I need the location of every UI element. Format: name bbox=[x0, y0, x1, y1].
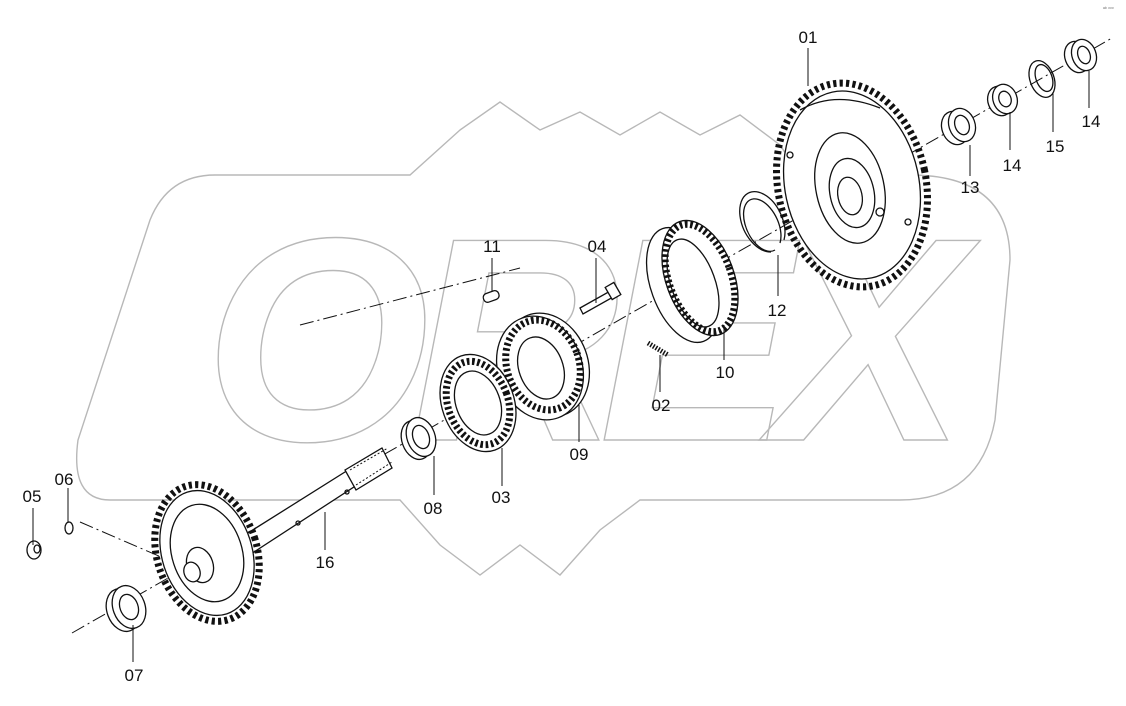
part-01-large-gear bbox=[773, 79, 931, 291]
label-09: 09 bbox=[570, 445, 589, 464]
part-04-bolt bbox=[579, 281, 622, 315]
part-number-labels: 01 13 14 15 14 12 10 02 04 11 09 03 08 1… bbox=[23, 28, 1101, 685]
part-05-nut bbox=[26, 540, 42, 560]
label-14-inner: 14 bbox=[1003, 156, 1022, 175]
label-02: 02 bbox=[652, 396, 671, 415]
part-13-bearing bbox=[940, 107, 977, 146]
part-10-sleeve bbox=[645, 219, 739, 344]
part-03-friction-disc bbox=[439, 353, 517, 453]
label-06: 06 bbox=[55, 470, 74, 489]
label-13: 13 bbox=[961, 178, 980, 197]
label-01: 01 bbox=[799, 28, 818, 47]
corner-mark: ᵃᵇ ᵒᵒᵒ bbox=[1103, 6, 1114, 12]
label-11: 11 bbox=[483, 237, 501, 256]
part-16-shaft-gear bbox=[151, 447, 393, 625]
label-04: 04 bbox=[588, 237, 607, 256]
label-15: 15 bbox=[1046, 137, 1065, 156]
label-03: 03 bbox=[492, 488, 511, 507]
label-12: 12 bbox=[768, 301, 787, 320]
part-09-hub bbox=[495, 312, 591, 421]
part-02-spring bbox=[646, 340, 670, 358]
part-06-washer bbox=[64, 521, 74, 535]
label-05: 05 bbox=[23, 487, 42, 506]
part-14-bearing-outer bbox=[1063, 38, 1098, 74]
part-15-shim-ring bbox=[1028, 60, 1056, 98]
part-07-bearing bbox=[105, 584, 147, 633]
part-11-pin bbox=[482, 289, 500, 303]
leader-lines bbox=[32, 48, 1090, 662]
part-08-bearing bbox=[400, 416, 437, 461]
label-16: 16 bbox=[316, 553, 335, 572]
label-14-outer: 14 bbox=[1082, 112, 1101, 131]
label-07: 07 bbox=[125, 666, 144, 685]
part-14-bearing-inner bbox=[986, 83, 1019, 117]
part-12-snap-ring bbox=[739, 190, 786, 253]
label-08: 08 bbox=[424, 499, 443, 518]
label-10: 10 bbox=[716, 363, 735, 382]
